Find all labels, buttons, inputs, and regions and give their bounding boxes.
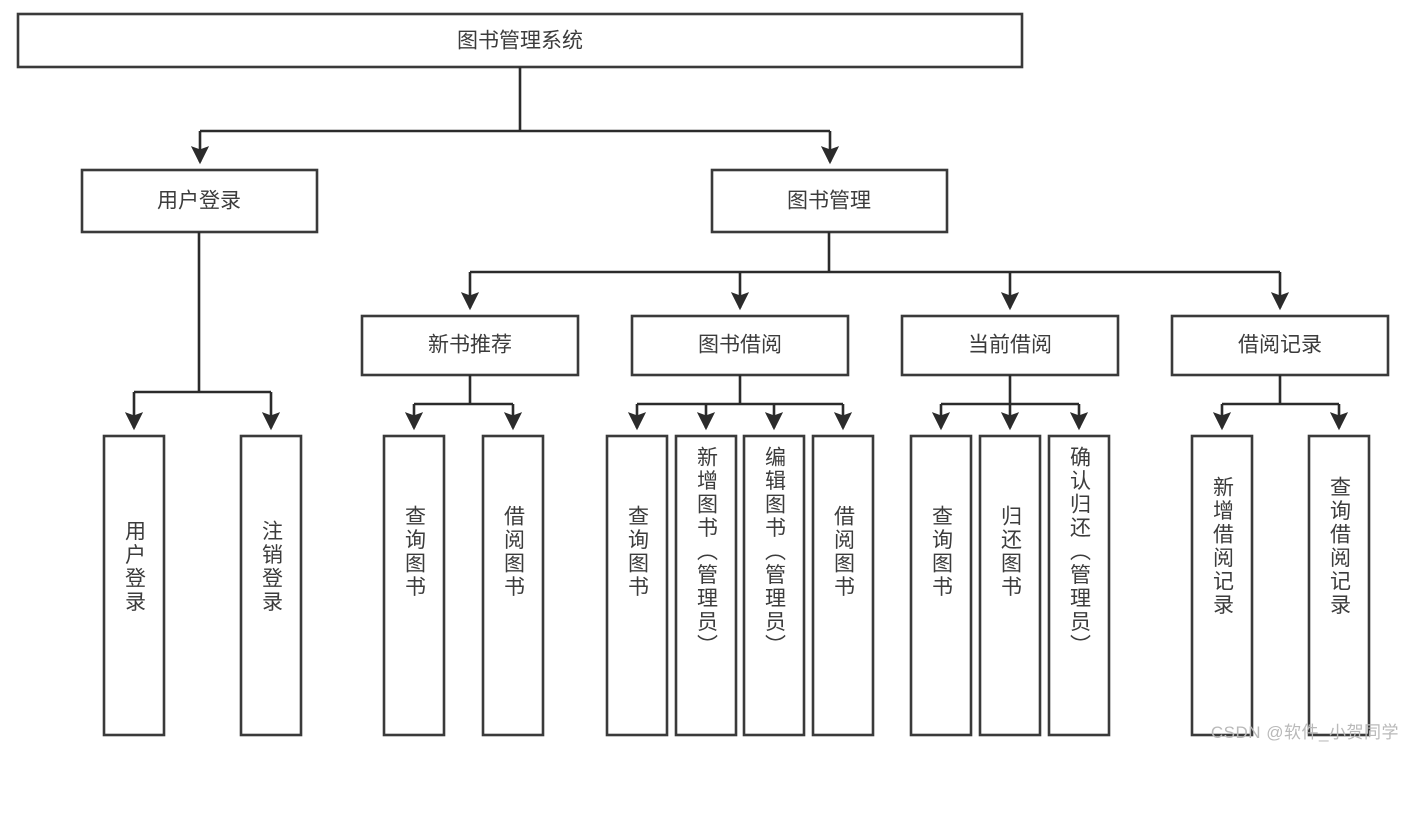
node-new-book-recommend-box	[360, 314, 580, 377]
leaf-box-user-login[interactable]	[102, 434, 166, 737]
node-book-borrow-box	[630, 314, 850, 377]
diagram-canvas: 图书管理系统 用户登录 图书管理 新书推荐	[16, 12, 1399, 742]
leaf-box-borrow-book-b[interactable]	[811, 434, 875, 737]
leaf-box-confirm-return-admin[interactable]	[1047, 434, 1111, 737]
flowchart-svg: 图书管理系统 用户登录 图书管理 新书推荐	[16, 12, 1390, 737]
node-book-management[interactable]: 图书管理	[710, 168, 949, 234]
node-new-book-recommend[interactable]: 新书推荐	[360, 314, 580, 377]
leaf-box-return-book[interactable]	[978, 434, 1042, 737]
node-borrow-record-label: 借阅记录	[1238, 334, 1322, 357]
leaf-box-query-book-c[interactable]	[909, 434, 973, 737]
node-book-management-box	[710, 168, 949, 234]
leaf-box-borrow-book-a[interactable]	[481, 434, 545, 737]
leaf-box-logout[interactable]	[239, 434, 303, 737]
csdn-watermark: CSDN @软件_小贺同学	[1210, 723, 1399, 742]
node-current-borrow[interactable]: 当前借阅	[900, 314, 1120, 377]
leaf-box-query-book-b[interactable]	[605, 434, 669, 737]
node-book-management-label: 图书管理	[787, 190, 871, 213]
node-new-book-recommend-label: 新书推荐	[428, 334, 512, 357]
node-current-borrow-box	[900, 314, 1120, 377]
node-book-borrow[interactable]: 图书借阅	[630, 314, 850, 377]
leaf-box-add-borrow-record[interactable]	[1190, 434, 1254, 737]
node-borrow-record[interactable]: 借阅记录	[1170, 314, 1390, 377]
node-root-label: 图书管理系统	[457, 30, 583, 53]
leaf-box-add-book-admin[interactable]	[674, 434, 738, 737]
node-user-login[interactable]: 用户登录	[80, 168, 319, 234]
node-root[interactable]: 图书管理系统	[16, 12, 1024, 69]
node-root-box	[16, 12, 1024, 69]
node-borrow-record-box	[1170, 314, 1390, 377]
leaf-box-query-borrow-record[interactable]	[1307, 434, 1371, 737]
node-current-borrow-label: 当前借阅	[968, 334, 1052, 357]
leaf-box-edit-book-admin[interactable]	[742, 434, 806, 737]
node-book-borrow-label: 图书借阅	[698, 334, 782, 357]
node-user-login-label: 用户登录	[157, 190, 241, 213]
leaf-box-query-book-a[interactable]	[382, 434, 446, 737]
